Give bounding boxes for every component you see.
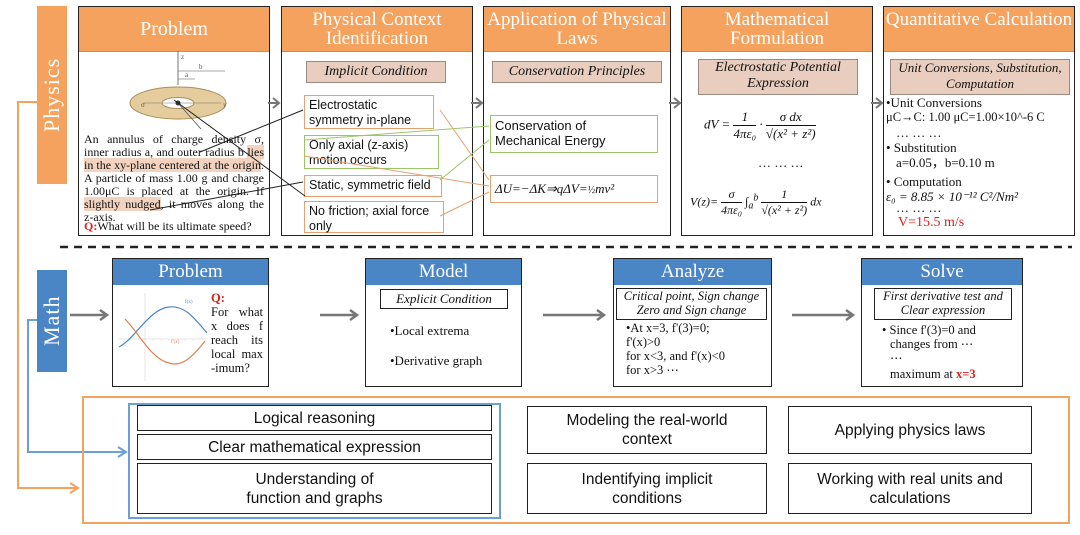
critical-point-tag: Critical point, Sign change Zero and Sig… [616, 288, 767, 320]
model-item-derivative: •Derivative graph [390, 353, 483, 368]
condition-symmetry: Electrostatic symmetry in-plane [304, 95, 434, 129]
highlight-nudged: slightly nudged [84, 197, 161, 211]
physics-problem-panel: Problem z b a σ y An annulus of charge d… [78, 6, 270, 236]
physics-context-panel: Physical Context Identification Implicit… [281, 6, 473, 236]
potential-expression-tag: Electrostatic Potential Expression [698, 59, 858, 95]
conservation-principles-tag: Conservation Principles [492, 61, 662, 83]
skill-logical-reasoning: Logical reasoning [137, 405, 492, 431]
implicit-condition-tag: Implicit Condition [306, 61, 446, 83]
physics-laws-panel: Application of Physical Laws Conservatio… [483, 6, 671, 236]
physics-calc-panel: Quantitative Calculation Unit Conversion… [883, 6, 1075, 236]
physics-question: Q:What will be its ultimate speed? [84, 219, 252, 233]
formula-ellipsis: … … … [758, 155, 804, 170]
skill-implicit-conditions: Indentifying implicit conditions [527, 463, 767, 514]
annulus-figure: z b a σ y [129, 51, 227, 130]
math-model-title: Model [366, 259, 521, 285]
condition-static: Static, symmetric field [304, 175, 442, 197]
arrow-right-icon [320, 308, 360, 322]
math-problem-panel: Problem f(x) f'(x) Q:For what x does f r… [112, 258, 269, 387]
arrow-right-icon [792, 308, 856, 322]
svg-text:a: a [185, 71, 189, 79]
svg-text:f'(x): f'(x) [171, 340, 180, 345]
arrow-right-icon [268, 97, 281, 109]
arrow-right-icon [70, 308, 110, 322]
function-graph: f(x) f'(x) [118, 293, 208, 381]
physics-problem-title: Problem [79, 7, 269, 52]
math-skills-frame [128, 403, 501, 519]
svg-text:y: y [223, 101, 227, 109]
final-answer: V=15.5 m/s [898, 215, 965, 230]
svg-text:σ: σ [141, 101, 145, 109]
math-side-tab [37, 270, 67, 372]
arrow-right-icon [871, 97, 884, 109]
model-item-extrema: •Local extrema [390, 323, 470, 338]
physics-context-title: Physical Context Identification [282, 7, 472, 52]
math-model-panel: Model Explicit Condition •Local extrema … [365, 258, 522, 387]
calc-steps: •Unit Conversions μC→C: 1.00 μC=1.00×10^… [886, 95, 1072, 230]
math-solve-title: Solve [862, 259, 1022, 285]
skill-real-units: Working with real units and calculations [788, 463, 1032, 514]
final-math-answer: x=3 [955, 367, 976, 381]
math-analyze-panel: Analyze Critical point, Sign change Zero… [613, 258, 772, 387]
arrow-right-icon [471, 97, 484, 109]
solve-steps: • Since f'(3)=0 and changes from ⋯ ⋯ max… [882, 323, 976, 381]
arrow-right-icon [543, 308, 607, 322]
arrow-right-icon [669, 97, 682, 109]
skill-physics-laws: Applying physics laws [788, 406, 1032, 454]
condition-axial: Only axial (z-axis) motion occurs [304, 135, 439, 169]
analyze-steps: •At x=3, f'(3)=0; f'(x)>0 for x<3, and f… [626, 321, 725, 377]
physics-calc-title: Quantitative Calculation [884, 7, 1074, 52]
skills-outer-frame [82, 396, 1070, 524]
physics-side-label: Physics [39, 57, 64, 133]
physics-formulation-title: Mathematical Formulation [682, 7, 872, 52]
unit-conversion-tag: Unit Conversions, Substitution, Computat… [890, 59, 1070, 95]
math-side-label: Math [39, 295, 64, 347]
first-derivative-tag: First derivative test and Clear expressi… [874, 288, 1012, 320]
svg-text:z: z [181, 53, 184, 61]
math-problem-title: Problem [113, 259, 268, 285]
physics-problem-text: An annulus of charge density σ, inner ra… [84, 132, 264, 224]
physics-laws-title: Application of Physical Laws [484, 7, 670, 52]
svg-text:b: b [199, 63, 203, 71]
physics-formulation-panel: Mathematical Formulation Electrostatic P… [681, 6, 873, 236]
explicit-condition-tag: Explicit Condition [380, 289, 508, 309]
math-analyze-title: Analyze [614, 259, 771, 285]
condition-no-friction: No friction; axial force only [304, 201, 444, 233]
math-solve-panel: Solve First derivative test and Clear ex… [861, 258, 1023, 387]
conservation-energy-box: Conservation of Mechanical Energy [490, 115, 658, 153]
svg-text:f(x): f(x) [185, 300, 193, 305]
skill-clear-expression: Clear mathematical expression [137, 434, 492, 460]
skill-function-graphs: Understanding of function and graphs [137, 463, 492, 514]
skill-modeling-context: Modeling the real-world context [527, 406, 767, 454]
energy-equation: ΔU=−ΔK⇒qΔV=½mv² [490, 175, 658, 203]
math-question: Q:For what x does f reach its local max … [211, 291, 263, 375]
